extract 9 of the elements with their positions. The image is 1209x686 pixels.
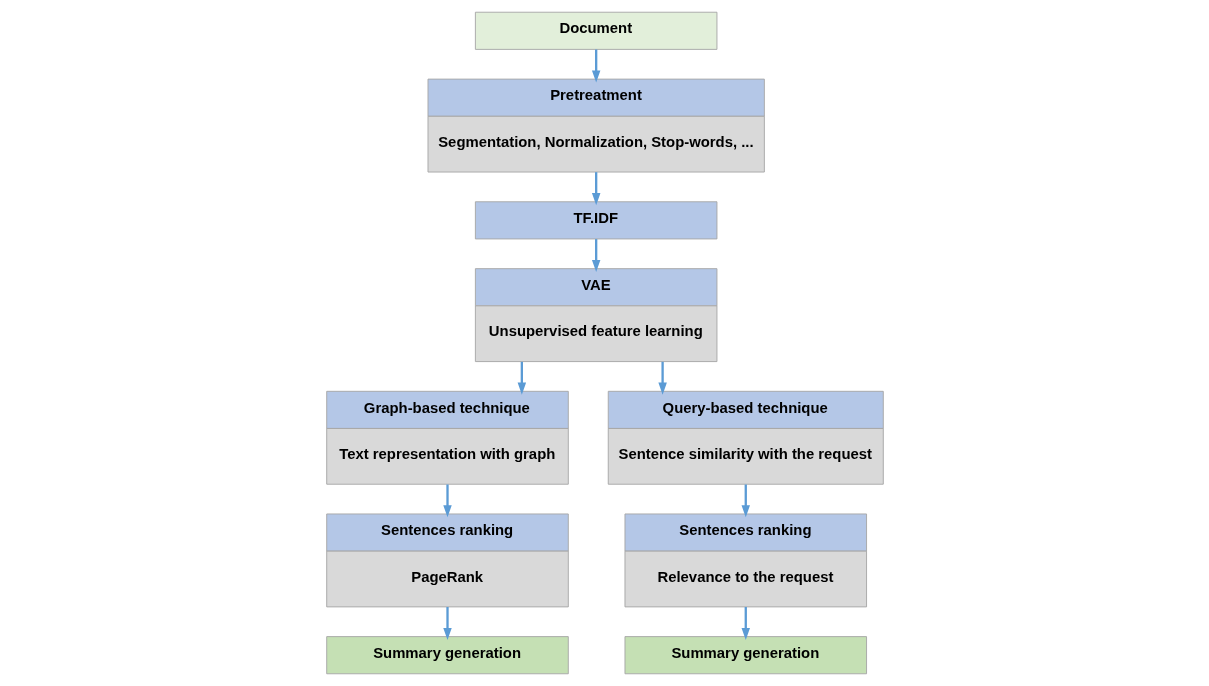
arrow bbox=[591, 172, 600, 206]
arrow bbox=[657, 361, 667, 395]
arrow bbox=[591, 239, 600, 273]
arrow bbox=[442, 606, 452, 641]
arrow bbox=[741, 606, 750, 641]
arrow bbox=[442, 484, 452, 518]
arrow bbox=[591, 49, 600, 83]
arrow bbox=[517, 361, 526, 395]
arrow bbox=[741, 484, 750, 518]
